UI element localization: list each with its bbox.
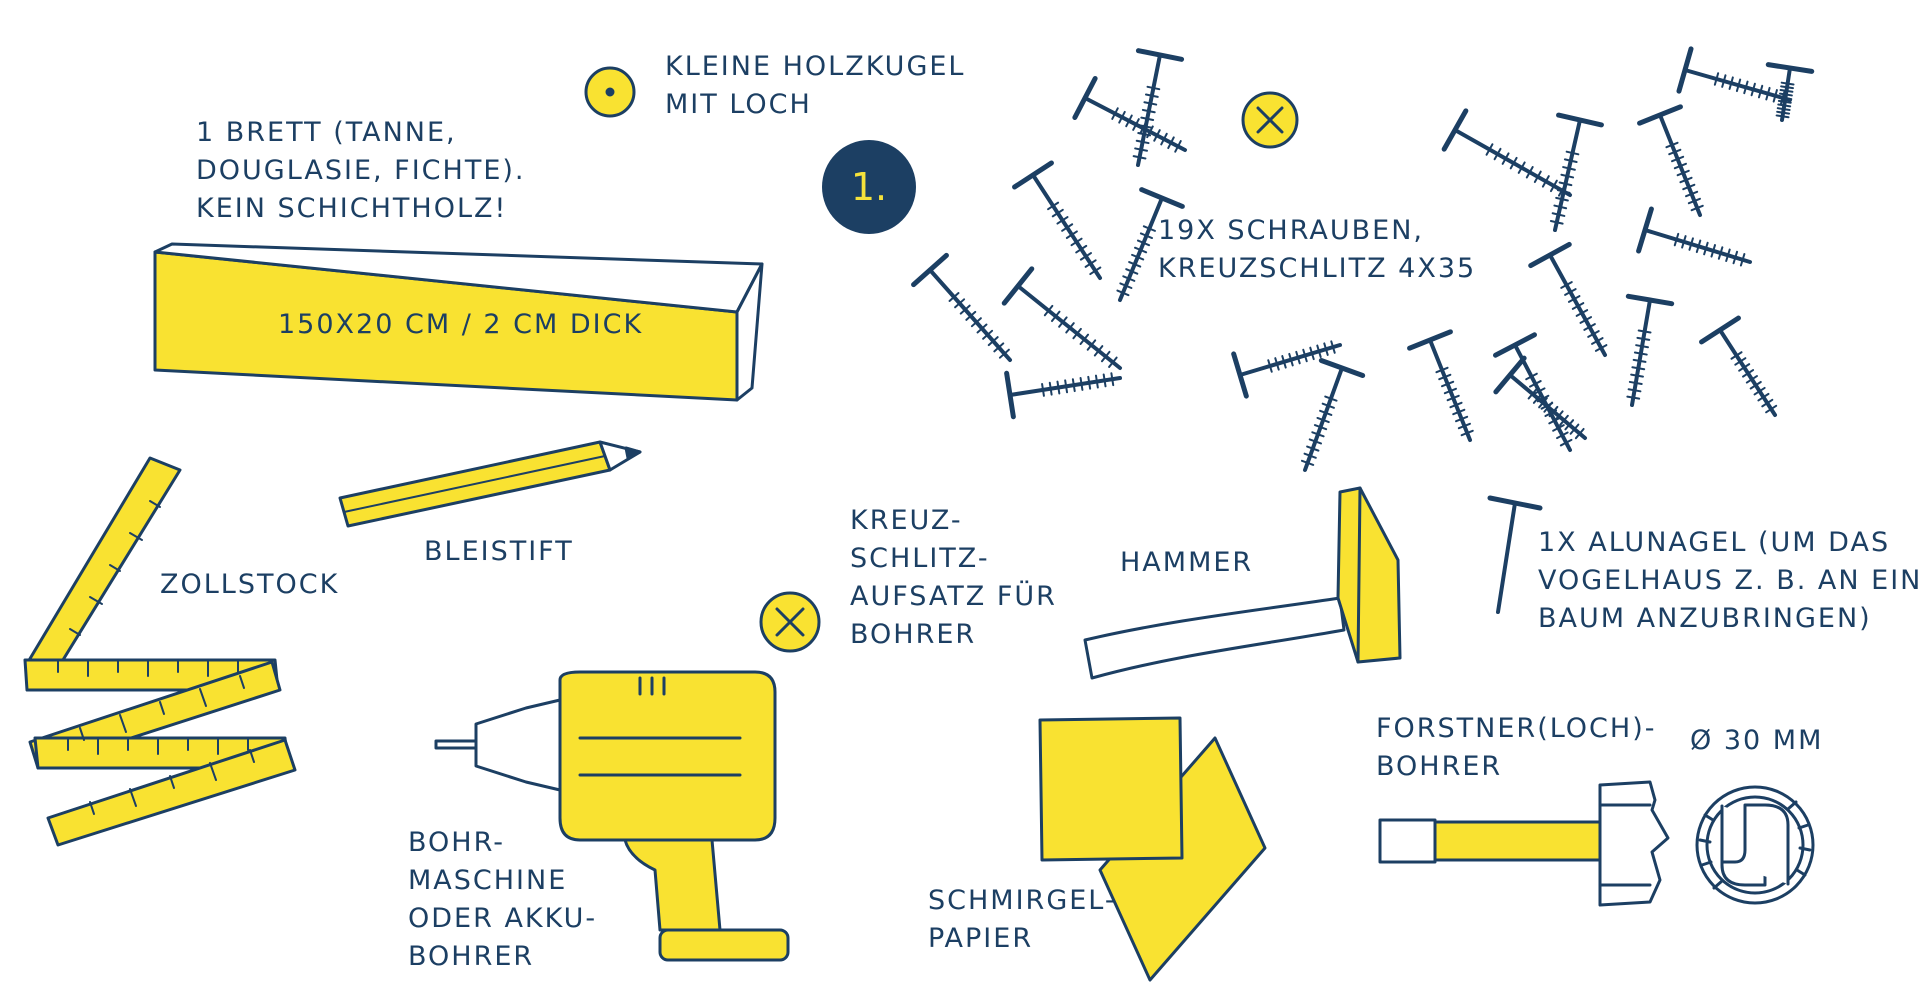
- screw: [1001, 266, 1122, 370]
- screw: [1637, 104, 1704, 217]
- board-illustration: [153, 242, 764, 402]
- drill-illustration: [434, 670, 790, 962]
- screw: [1493, 355, 1587, 440]
- alu-nail-label: 1x Alunagel (um das Vogelhaus z. B. an e…: [1538, 527, 1920, 634]
- screw: [1765, 62, 1815, 122]
- sandpaper-label: Schmirgel- papier: [928, 885, 1117, 954]
- screw: [1116, 187, 1185, 302]
- ruler-label: Zollstock: [160, 569, 340, 600]
- screw: [1004, 370, 1122, 420]
- forstner-bit-illustration: [1378, 780, 1670, 907]
- screws-label: 19x Schrauben, Kreuzschlitz 4x35: [1158, 215, 1477, 284]
- screws-illustration: [911, 46, 1815, 472]
- hammer-illustration: [1083, 486, 1402, 680]
- board-label: 1 Brett (Tanne, Douglasie, Fichte). Kein…: [196, 117, 526, 224]
- screw: [911, 252, 1012, 362]
- screw: [1072, 75, 1187, 153]
- wooden-ball-label: Kleine Holzkugel mit Loch: [665, 51, 966, 120]
- screw: [1676, 46, 1792, 105]
- screw: [1636, 206, 1752, 267]
- folding-ruler-illustration: [23, 456, 297, 847]
- screw: [1625, 293, 1675, 407]
- forstner-head-illustration: [1695, 785, 1815, 905]
- phillips-bit-label: Kreuz- schlitz- aufsatz für Bohrer: [850, 505, 1057, 650]
- screw: [1493, 332, 1573, 452]
- screw: [1549, 112, 1604, 232]
- wooden-ball-illustration: [584, 66, 636, 118]
- board-dimension: 150x20 cm / 2 cm dick: [278, 309, 644, 340]
- hammer-label: Hammer: [1120, 547, 1254, 578]
- screw: [1441, 108, 1572, 197]
- screw: [1699, 315, 1778, 417]
- forstner-diameter-label: ø 30 mm: [1690, 725, 1824, 756]
- screw: [1528, 241, 1608, 357]
- sandpaper-illustration: [1038, 716, 1267, 982]
- screw: [1300, 357, 1366, 472]
- screw: [1231, 340, 1342, 399]
- pencil-label: Bleistift: [424, 536, 574, 567]
- pencil-illustration: [338, 440, 642, 528]
- forstner-label: Forstner(Loch)- bohrer: [1376, 713, 1657, 782]
- drill-label: Bohr- maschine oder Akku- bohrer: [408, 827, 598, 972]
- step-badge: 1.: [822, 140, 916, 234]
- phillips-bit-icon: [759, 591, 821, 653]
- screw: [1407, 329, 1474, 442]
- screw: [1132, 48, 1185, 167]
- phillips-head-icon: [1241, 91, 1299, 149]
- screw: [1012, 160, 1102, 280]
- alu-nail-illustration: [1487, 495, 1543, 614]
